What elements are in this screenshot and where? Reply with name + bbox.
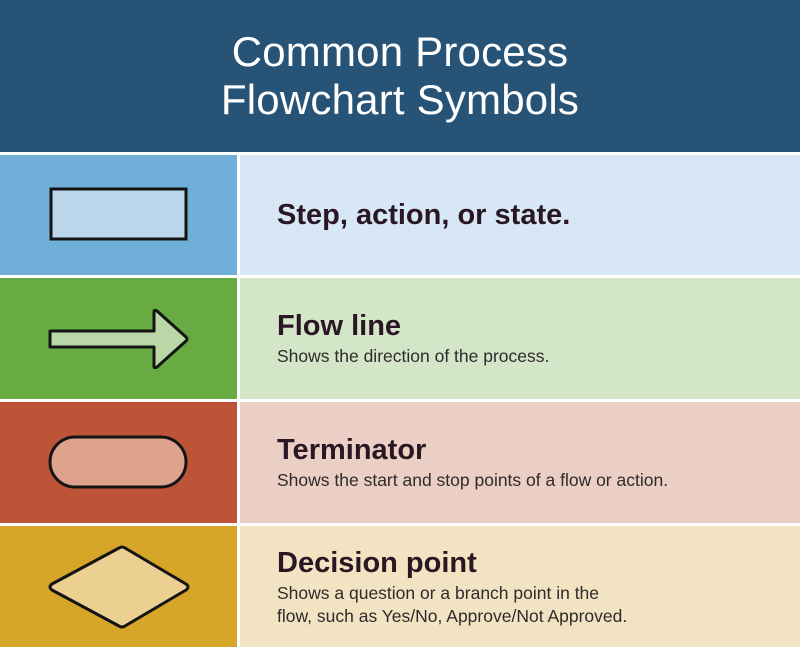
rectangle-icon: [49, 187, 187, 241]
icon-cell-terminator: [0, 402, 237, 523]
icon-cell-step: [0, 155, 237, 275]
symbol-heading: Decision point: [277, 546, 477, 579]
symbol-description: Shows the direction of the process.: [277, 346, 550, 366]
symbol-heading: Flow line: [277, 310, 402, 342]
icon-cell-flow-line: [0, 278, 237, 399]
row-flow-line: Flow line Shows the direction of the pro…: [0, 278, 800, 399]
diamond-icon: [48, 545, 189, 628]
text-cell-terminator: Terminator Shows the start and stop poin…: [240, 402, 800, 523]
symbol-description-line-1: Shows a question or a branch point in th…: [277, 582, 600, 603]
header-banner: Common Process Flowchart Symbols: [0, 0, 800, 152]
symbol-description: Shows the start and stop points of a flo…: [277, 470, 669, 490]
symbol-heading: Terminator: [277, 434, 427, 466]
row-decision-point: Decision point Shows a question or a bra…: [0, 526, 800, 647]
symbol-description-line-2: flow, such as Yes/No, Approve/Not Approv…: [277, 605, 628, 626]
row-terminator: Terminator Shows the start and stop poin…: [0, 402, 800, 523]
text-cell-step: Step, action, or state.: [240, 155, 800, 275]
title-line-1: Common Process: [231, 28, 569, 75]
arrow-right-icon: [48, 308, 188, 369]
row-step: Step, action, or state.: [0, 155, 800, 275]
text-cell-decision-point: Decision point Shows a question or a bra…: [240, 526, 800, 647]
icon-cell-decision-point: [0, 526, 237, 647]
title-line-2: Flowchart Symbols: [220, 76, 580, 123]
text-cell-flow-line: Flow line Shows the direction of the pro…: [240, 278, 800, 399]
symbol-heading: Step, action, or state.: [277, 199, 571, 231]
rounded-rectangle-icon: [48, 435, 187, 488]
